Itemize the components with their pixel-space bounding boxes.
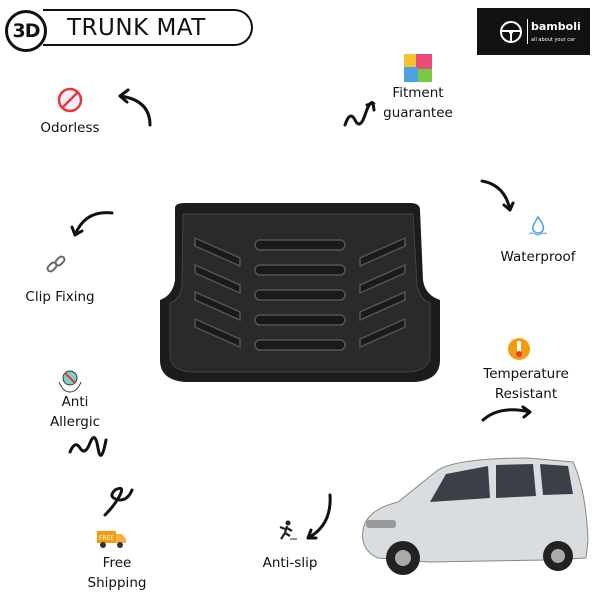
no-odor-icon — [57, 87, 83, 113]
bamboli-logo: bamboli all about your car — [477, 8, 590, 55]
feature-anti-slip: Anti-slip — [262, 555, 318, 571]
shipping-line-1: Free — [102, 555, 132, 571]
feature-fitment: Fitment guarantee — [383, 83, 453, 123]
allergic-line-1: Anti — [61, 394, 89, 410]
logo-name: bamboli — [531, 20, 581, 33]
title-text: TRUNK MAT — [67, 14, 206, 41]
arrow-clip — [70, 211, 114, 237]
allergic-line-2: Allergic — [49, 414, 101, 430]
arrow-waterproof — [480, 179, 515, 212]
feature-odorless: Odorless — [40, 120, 100, 136]
water-drop-icon — [528, 215, 548, 236]
trunk-mat-image — [160, 203, 440, 382]
arrow-temperature — [481, 405, 532, 422]
page-title: TRUNK MAT — [43, 9, 253, 46]
feature-waterproof: Waterproof — [500, 249, 576, 265]
puzzle-icon — [404, 54, 432, 82]
temperature-line-2: Resistant — [494, 386, 558, 402]
logo-tagline: all about your car — [531, 37, 576, 43]
thermometer-icon — [508, 338, 530, 360]
feature-clip-fixing: Clip Fixing — [25, 289, 95, 305]
delivery-truck-icon: FREE — [97, 531, 126, 548]
truck-label: FREE — [99, 535, 114, 542]
anti-allergic-icon — [58, 370, 82, 393]
arrow-allergic — [68, 436, 108, 457]
car-image — [362, 457, 589, 575]
arrow-antislip — [306, 493, 332, 540]
3d-badge: 3D — [5, 10, 47, 52]
shipping-line-2: Shipping — [87, 575, 147, 591]
arrow-shipping — [103, 486, 134, 517]
arrow-odorless — [118, 94, 152, 127]
slipping-person-icon — [279, 520, 297, 540]
chain-link-icon — [46, 255, 66, 273]
fitment-line-2: guarantee — [383, 105, 453, 121]
steering-wheel-icon — [500, 20, 522, 43]
temperature-line-1: Temperature — [483, 366, 569, 382]
arrow-fitment — [343, 101, 376, 127]
fitment-line-1: Fitment — [392, 85, 444, 101]
